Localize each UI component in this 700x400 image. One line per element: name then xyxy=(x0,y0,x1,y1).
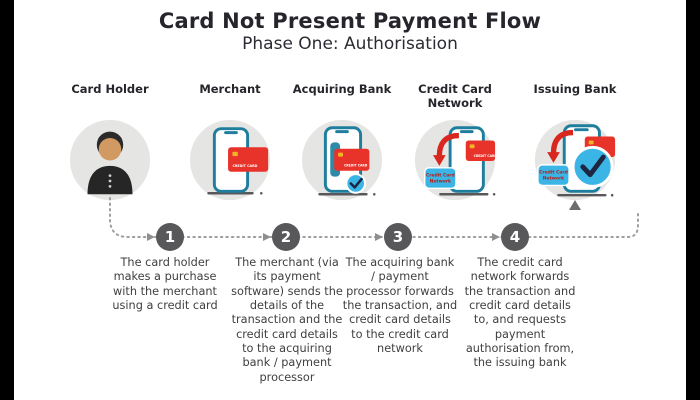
step-number-1: 1 xyxy=(156,223,184,251)
card-label-text: CREDIT CARD xyxy=(232,164,257,168)
step-description-4: The credit card network forwards the tra… xyxy=(464,256,576,370)
network-box-line2: Network xyxy=(430,178,452,184)
arrow-right-icon xyxy=(147,233,155,241)
column-acquiring-bank: Acquiring Bank CREDIT CARD xyxy=(282,82,402,208)
arrow-up-icon xyxy=(569,200,581,210)
column-card-holder: Card Holder xyxy=(50,82,170,208)
column-issuing-bank: Issuing Bank Credit Card Network xyxy=(515,82,635,208)
left-black-bar xyxy=(0,0,14,400)
arrow-right-icon xyxy=(375,233,383,241)
column-label: Acquiring Bank xyxy=(292,82,392,96)
page-title: Card Not Present Payment Flow xyxy=(158,9,542,33)
network-box-line1: Credit Card xyxy=(539,170,568,176)
column-credit-card-network: Credit Card Network CREDIT CARD Credit C… xyxy=(395,82,515,208)
column-label: Credit Card Network xyxy=(418,82,492,111)
phone-credit-card-icon: CREDIT CARD xyxy=(189,119,271,201)
arrow-right-icon xyxy=(263,233,271,241)
network-box-line1: Credit Card xyxy=(426,173,455,179)
card-holder-person-icon xyxy=(69,119,151,201)
network-box-line2: Network xyxy=(543,176,565,182)
arrow-right-icon xyxy=(492,233,500,241)
card-label-text: CREDIT CARD xyxy=(344,163,368,167)
step-description-2: The merchant (via its payment software) … xyxy=(231,256,343,384)
phone-card-check-icon: CREDIT CARD xyxy=(301,119,383,201)
phone-network-approved-icon: Credit Card Network xyxy=(534,119,616,201)
column-label: Card Holder xyxy=(71,82,149,96)
step-number-4: 4 xyxy=(501,223,529,251)
step-description-3: The acquiring bank / payment processor f… xyxy=(342,256,458,356)
right-black-bar xyxy=(686,0,700,400)
column-label: Issuing Bank xyxy=(533,82,617,96)
column-label: Merchant xyxy=(199,82,261,96)
flow-dotted-path xyxy=(109,197,639,241)
card-label-text: CREDIT CARD xyxy=(474,154,498,158)
dotted-connector-line xyxy=(109,197,639,238)
step-number-2: 2 xyxy=(272,223,300,251)
phone-network-arrow-icon: CREDIT CARD Credit Card Network xyxy=(414,119,498,201)
step-number-3: 3 xyxy=(384,223,412,251)
step-description-1: The card holder makes a purchase with th… xyxy=(112,256,218,313)
page-subtitle: Phase One: Authorisation xyxy=(242,34,458,54)
column-merchant: Merchant CREDIT CARD xyxy=(170,82,290,208)
